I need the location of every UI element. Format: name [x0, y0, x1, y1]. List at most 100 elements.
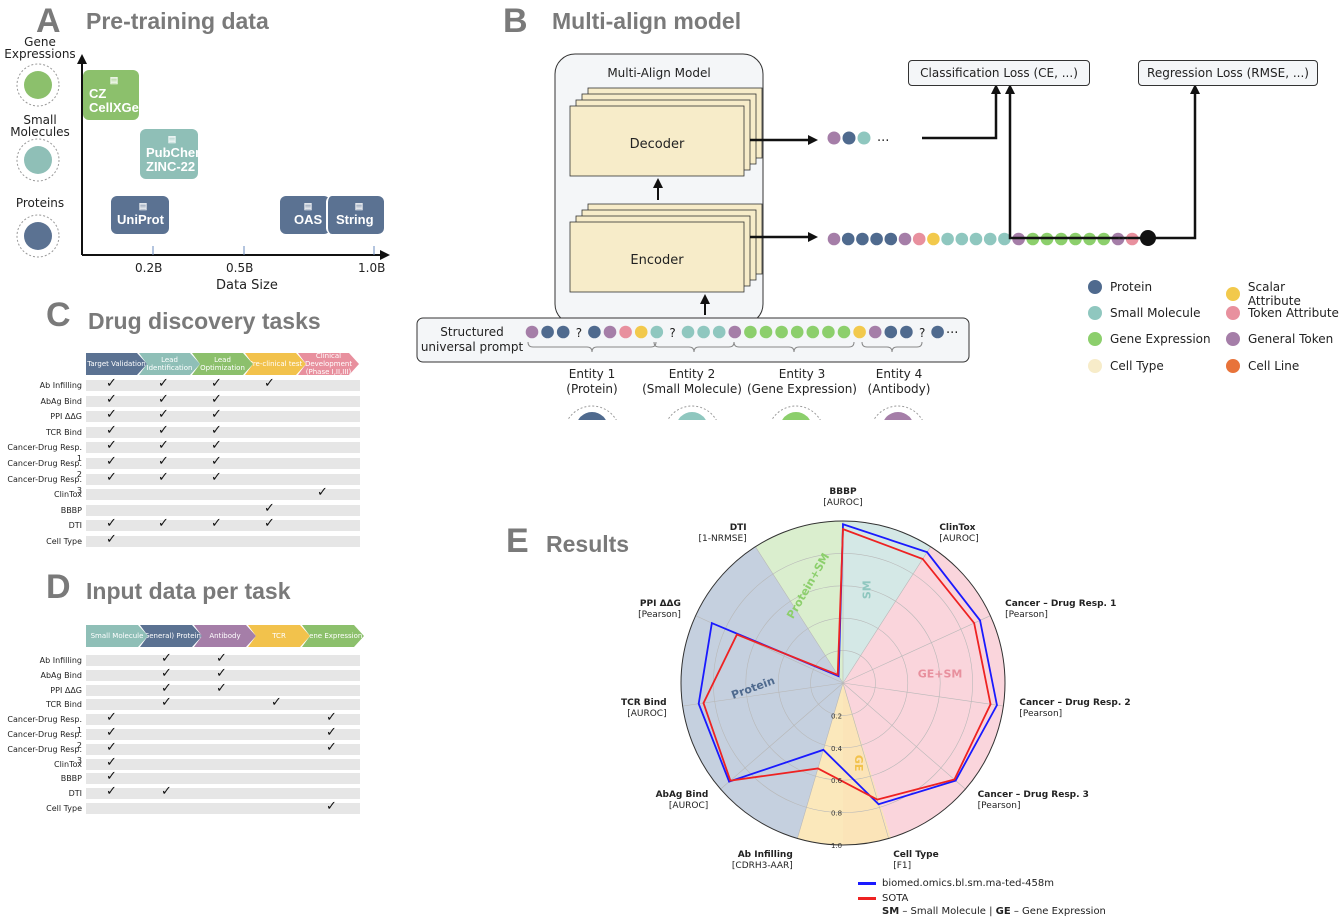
check-mark: ✓	[106, 391, 117, 407]
table-row	[86, 489, 360, 501]
encoder-token-dot	[969, 232, 983, 246]
radar-axis-label: Cell Type[F1]	[893, 849, 939, 871]
check-mark: ✓	[106, 407, 117, 423]
table-row-label: TCR Bind	[46, 700, 82, 710]
series-point	[728, 780, 730, 783]
table-row-label: BBBP	[60, 505, 82, 515]
encoder-token-dot	[898, 232, 912, 246]
series-line-model	[697, 523, 998, 806]
entity-1-label: Entity 1(Protein)	[566, 367, 618, 396]
check-mark: ✓	[271, 695, 282, 711]
radar-axis-line	[842, 546, 931, 684]
radar-sector-sm	[842, 521, 931, 683]
check-mark: ✓	[158, 516, 169, 532]
check-mark: ✓	[264, 500, 275, 516]
prompt-token-dot	[868, 325, 882, 339]
table-row-label: ClinTox	[53, 759, 82, 769]
check-mark: ✓	[106, 725, 117, 740]
legend-line-sota	[858, 897, 876, 900]
table-row-label: Cancer-Drug Resp. 1	[7, 443, 82, 464]
series-point	[877, 803, 880, 806]
table-row-label: Cancer-Drug Resp. 2	[7, 459, 82, 479]
prompt-token-dot	[931, 325, 944, 339]
table-row-label: AbAg Bind	[40, 670, 82, 680]
prompt-token-dot	[650, 325, 664, 339]
radar-axis-label: AbAg Bind[AUROC]	[655, 789, 709, 811]
series-point	[979, 619, 981, 622]
radar-sector-label: GE	[852, 755, 865, 772]
radar-axis-label: BBBP[AUROC]	[823, 486, 863, 508]
check-mark: ✓	[158, 376, 169, 391]
radar-axis-line	[842, 682, 1004, 707]
prompt-token-dot	[884, 325, 898, 339]
encoder-token-dot	[827, 232, 841, 246]
table-row-label: ClinTox	[53, 490, 82, 500]
check-mark: ✓	[158, 438, 169, 454]
check-mark: ✓	[216, 680, 227, 696]
legend-gene-expression: Gene Expression	[1088, 332, 1211, 346]
table-row	[86, 669, 360, 681]
header-chevron: Pre-clinical test	[245, 353, 306, 375]
series-point	[822, 749, 825, 751]
header-chevron: Gene Expression	[302, 625, 364, 647]
series-point	[953, 778, 956, 781]
legend-token-attribute: Token Attribute	[1226, 306, 1339, 320]
prompt-query-mark: ?	[576, 326, 582, 340]
panel-c-letter: C	[46, 296, 71, 334]
prompt-token-dot	[525, 325, 539, 339]
table-row-label: TCR Bind	[46, 427, 82, 437]
panel-a-letter: A	[36, 2, 61, 40]
series-point	[876, 798, 879, 801]
check-mark: ✓	[158, 407, 169, 423]
encoder-token-dot	[941, 232, 954, 246]
legend-sota: SOTA	[858, 893, 908, 904]
classification-loss-box: Classification Loss (CE, ...)	[908, 60, 1090, 86]
legend-scalar-attribute: Scalar Attribute	[1226, 280, 1341, 308]
check-mark: ✓	[211, 376, 222, 391]
table-row	[86, 442, 360, 454]
footnote-abbrev: SM – Small Molecule | GE – Gene Expressi…	[882, 906, 1106, 917]
panel-b-letter: B	[503, 2, 528, 40]
table-row	[86, 458, 360, 469]
series-point	[702, 702, 705, 704]
table-row	[86, 788, 360, 800]
prompt-token-dot	[588, 325, 601, 339]
check-mark: ✓	[211, 516, 222, 532]
prompt-token-dot	[837, 325, 851, 339]
series-point	[729, 779, 732, 782]
series-point	[921, 558, 924, 560]
series-point	[842, 523, 844, 526]
check-mark: ✓	[211, 422, 222, 438]
radar-tick-label: 0.6	[831, 777, 843, 785]
check-mark: ✓	[211, 454, 222, 469]
radar-axis-line	[720, 682, 844, 790]
radar-axis-line	[797, 682, 844, 839]
radar-axis-label: Ab Infilling[CDRH3-AAR]	[731, 849, 793, 871]
radar-axis-line	[755, 546, 844, 684]
source-uniprot: ▤ UniProt	[111, 196, 169, 234]
panel-b-title: Multi-align model	[552, 8, 742, 34]
panel-a-title: Pre-training data	[86, 8, 269, 34]
legend-dot-scalar	[1226, 287, 1240, 301]
prompt-token-dot	[853, 325, 866, 339]
check-mark: ✓	[161, 665, 172, 681]
table-row	[86, 758, 360, 770]
legend-model: biomed.omics.bl.sm.ma-ted-458m	[858, 878, 1054, 889]
radar-sector-protein-sm	[755, 521, 843, 683]
table-row	[86, 380, 360, 391]
radar-axis-label: Cancer – Drug Resp. 2[Pearson]	[1019, 698, 1131, 720]
encoder-label: Encoder	[630, 253, 684, 268]
check-mark: ✓	[326, 799, 337, 814]
check-mark: ✓	[106, 454, 117, 469]
check-mark: ✓	[106, 784, 117, 800]
table-row	[86, 411, 360, 423]
prompt-token-dot	[634, 325, 648, 339]
decoder-label: Decoder	[629, 137, 685, 152]
table-row-label: Ab Infilling	[39, 656, 82, 665]
